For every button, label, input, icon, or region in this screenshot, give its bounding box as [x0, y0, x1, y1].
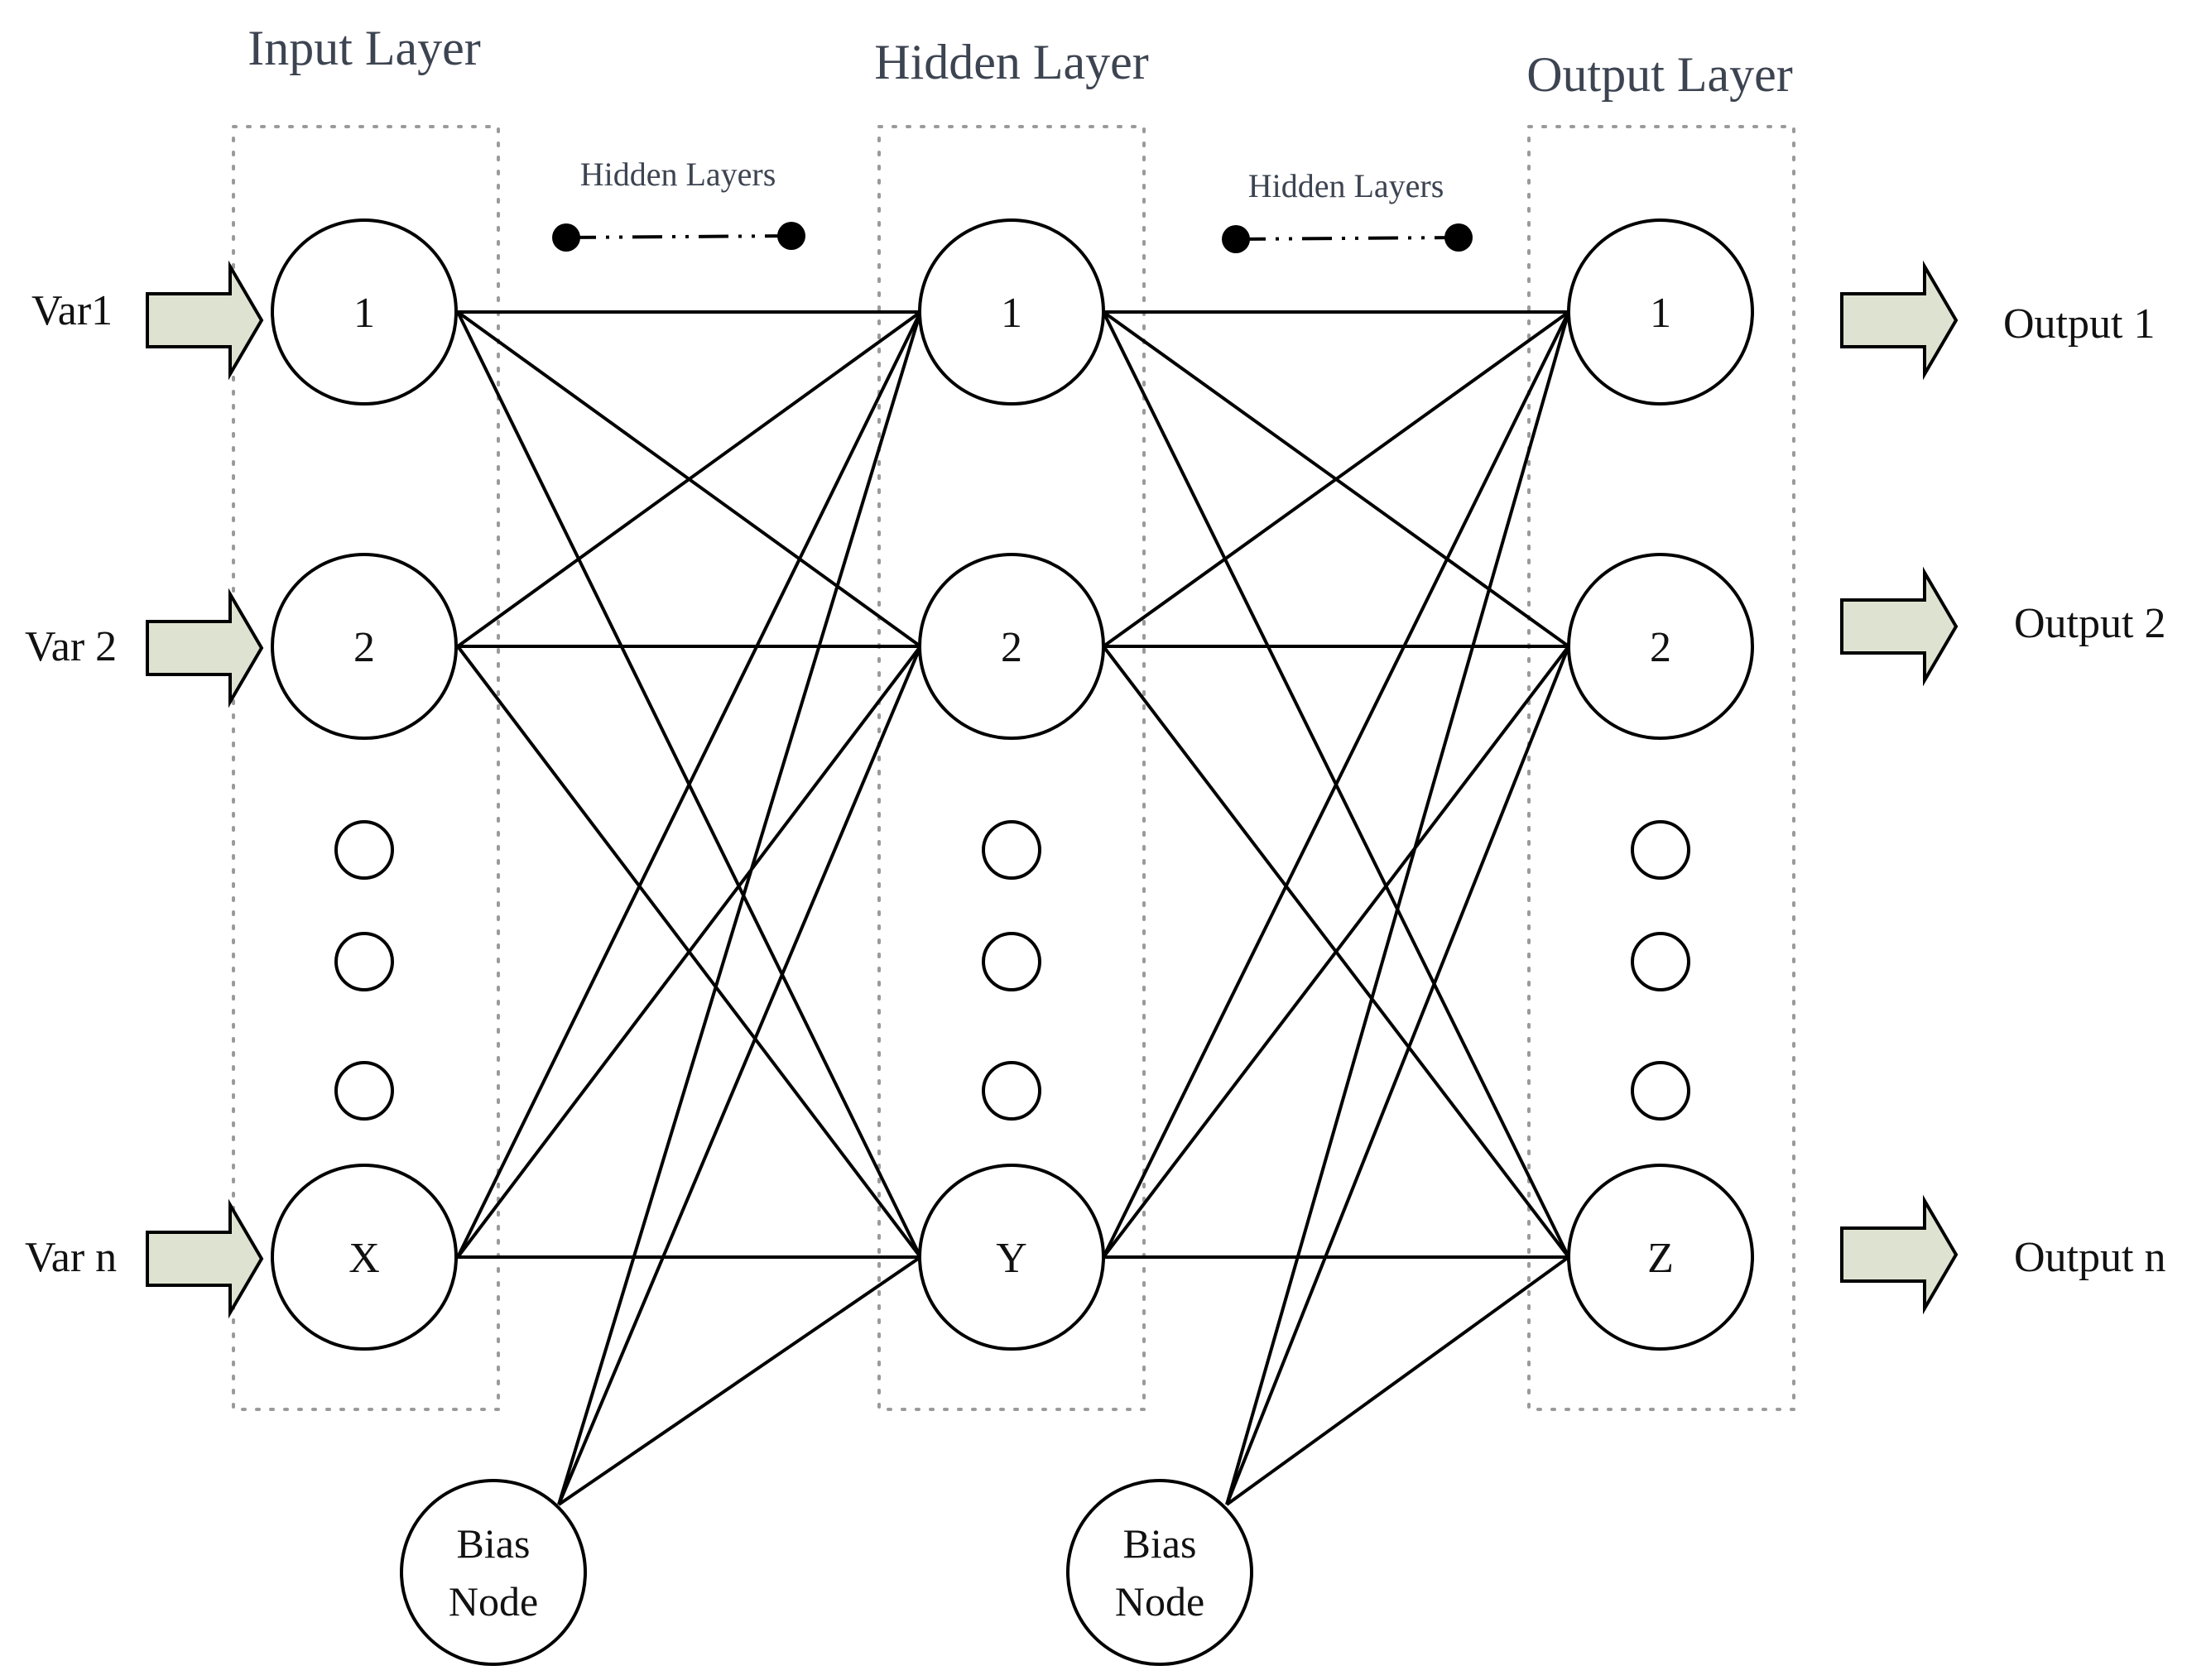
- output-node-1-label: 1: [1650, 290, 1671, 337]
- input-node-x-label: X: [348, 1235, 380, 1282]
- hidden-layers-dot-right-start: [1222, 225, 1250, 253]
- output-layer-title: Output Layer: [1526, 47, 1793, 102]
- hidden-layers-dot-left-end: [777, 222, 805, 250]
- output-arrow-n: [1840, 1194, 1959, 1315]
- output-ellipsis-node: [1631, 932, 1690, 991]
- hidden-node-1: [918, 218, 1105, 406]
- bias-node-hidden: [400, 1479, 587, 1666]
- hidden-layer-title: Hidden Layer: [874, 35, 1149, 89]
- hidden-layers-connector-right: [1235, 236, 1459, 241]
- input-ellipsis-node: [334, 1061, 394, 1121]
- input-arrow-2: [146, 588, 264, 708]
- hidden-layers-label-right: Hidden Layers: [1248, 167, 1444, 204]
- hidden-ellipsis-node: [982, 932, 1041, 991]
- output-arrow-2: [1840, 566, 1959, 687]
- output-node-1: [1567, 218, 1754, 406]
- bias-connections-output: [1225, 311, 1570, 1506]
- bias-node-output-label-line1: Bias: [1123, 1520, 1197, 1567]
- bias-connections-hidden: [557, 311, 922, 1506]
- input-hidden-connections: [456, 310, 922, 1259]
- hidden-node-y: [918, 1164, 1105, 1351]
- input-layer-title: Input Layer: [248, 21, 481, 75]
- input-node-1: [271, 218, 458, 406]
- hidden-layers-connector-left: [565, 234, 792, 239]
- hidden-ellipsis-node: [982, 820, 1041, 880]
- hidden-layers-dot-right-end: [1444, 223, 1473, 252]
- input-arrow-1: [146, 260, 264, 381]
- input-node-x: [271, 1164, 458, 1351]
- output-label-1: Output 1: [2003, 300, 2155, 348]
- output-ellipsis-node: [1631, 1061, 1690, 1121]
- output-label-n: Output n: [2014, 1234, 2165, 1281]
- bias-node-hidden-label-line2: Node: [449, 1578, 538, 1625]
- input-node-1-label: 1: [353, 290, 375, 337]
- bias-node-output: [1066, 1479, 1253, 1666]
- input-ellipsis-node: [334, 932, 394, 991]
- hidden-output-connections: [1102, 310, 1570, 1259]
- output-node-2-label: 2: [1650, 624, 1671, 671]
- input-node-2: [271, 553, 458, 740]
- output-node-z-label: Z: [1647, 1235, 1674, 1282]
- hidden-layers-dot-left-start: [552, 223, 580, 252]
- output-arrow-1: [1840, 260, 1959, 381]
- hidden-node-1-label: 1: [1001, 290, 1022, 337]
- input-label-1: Var1: [31, 287, 113, 334]
- output-node-2: [1567, 553, 1754, 740]
- input-ellipsis-node: [334, 820, 394, 880]
- output-node-z: [1567, 1164, 1754, 1351]
- hidden-node-2-label: 2: [1001, 624, 1022, 671]
- output-ellipsis-node: [1631, 820, 1690, 880]
- output-label-2: Output 2: [2014, 600, 2165, 647]
- input-arrow-n: [146, 1198, 264, 1319]
- input-node-2-label: 2: [353, 624, 375, 671]
- hidden-layers-label-left: Hidden Layers: [580, 156, 776, 193]
- input-label-2: Var 2: [25, 623, 117, 670]
- hidden-ellipsis-node: [982, 1061, 1041, 1121]
- input-label-n: Var n: [25, 1234, 117, 1281]
- bias-node-hidden-label-line1: Bias: [457, 1520, 531, 1567]
- hidden-node-2: [918, 553, 1105, 740]
- bias-node-output-label-line2: Node: [1115, 1578, 1204, 1625]
- hidden-node-y-label: Y: [996, 1235, 1027, 1282]
